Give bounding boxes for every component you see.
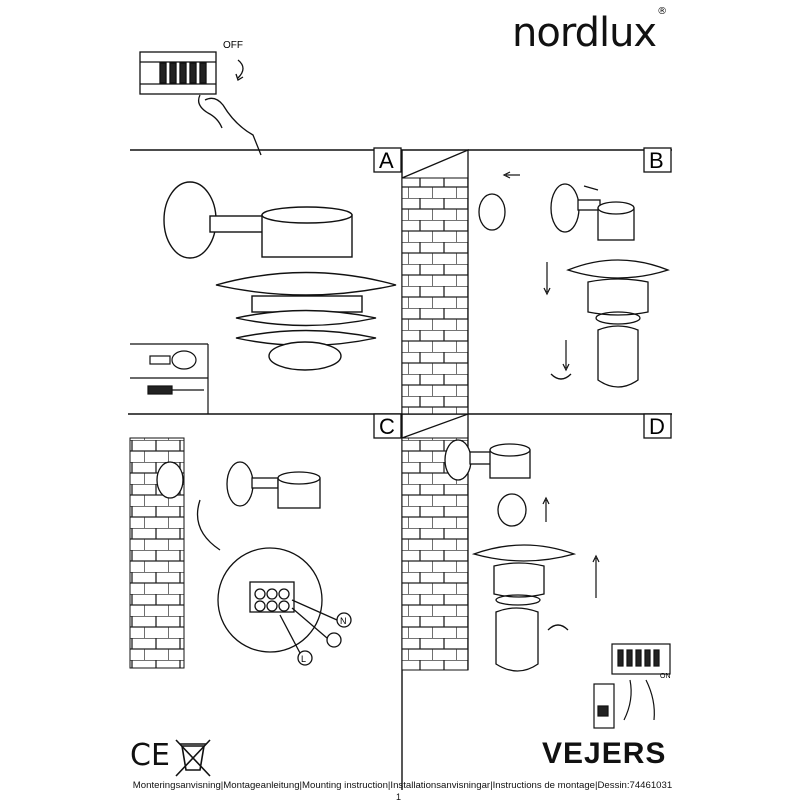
page-number: 1 [396,792,402,802]
brand-name: nordlux [512,10,657,56]
lamp-exploded-b [478,183,670,388]
off-label: OFF [223,40,243,51]
footer-instructions: Monteringsanvisning|Montageanleitung|Mou… [132,780,673,791]
panel-letter-a: A [379,148,394,173]
on-label: ON [660,673,671,680]
ce-mark: CE [130,738,170,773]
panel-letter-d: D [649,414,665,439]
brand-logo: nordlux® [512,6,667,56]
brick-wall-b [401,177,469,415]
lamp-exploded-c [156,461,352,666]
assembled-lamp [163,181,397,371]
panel-letter-c: C [379,414,395,439]
weee-bin-icon [175,739,211,777]
panel-letter-boxes [373,147,672,439]
product-name: VEJERS [542,737,667,770]
panel-letter-b: B [649,148,664,173]
breaker-on-illustration [593,643,671,729]
registered-mark: ® [657,5,667,17]
panel-box-a [373,147,402,173]
panel-box-d [643,413,672,439]
neutral-label: N [340,616,347,626]
breaker-off-illustration [139,51,262,156]
live-label: L [301,654,306,664]
panel-box-b [643,147,672,173]
lamp-reassembly-d [444,439,577,672]
tools-box [130,343,209,414]
panel-box-c [373,413,402,439]
